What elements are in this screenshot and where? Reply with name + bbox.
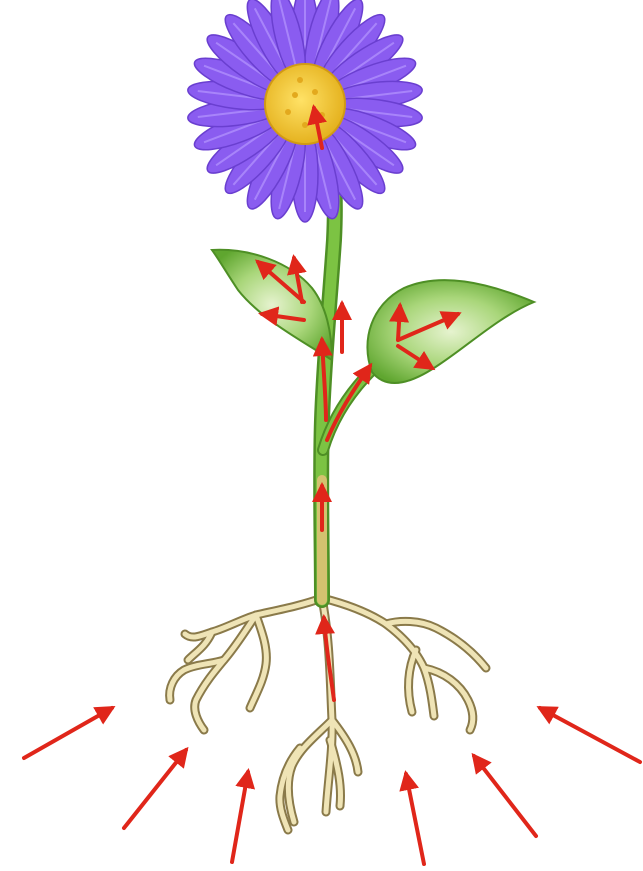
soil-arrow-4	[406, 774, 424, 864]
soil-arrow-5	[474, 756, 536, 836]
left-leaf	[212, 250, 332, 360]
flower-center	[265, 64, 345, 144]
right-leaf	[367, 280, 534, 383]
root-system	[170, 598, 486, 830]
soil-arrow-6	[540, 708, 640, 762]
soil-arrow-1	[24, 708, 112, 758]
right-leaf-vein-arrow-1	[398, 306, 400, 340]
soil-arrow-3	[232, 772, 248, 862]
soil-arrow-2	[124, 750, 186, 828]
flower-head	[186, 0, 423, 222]
